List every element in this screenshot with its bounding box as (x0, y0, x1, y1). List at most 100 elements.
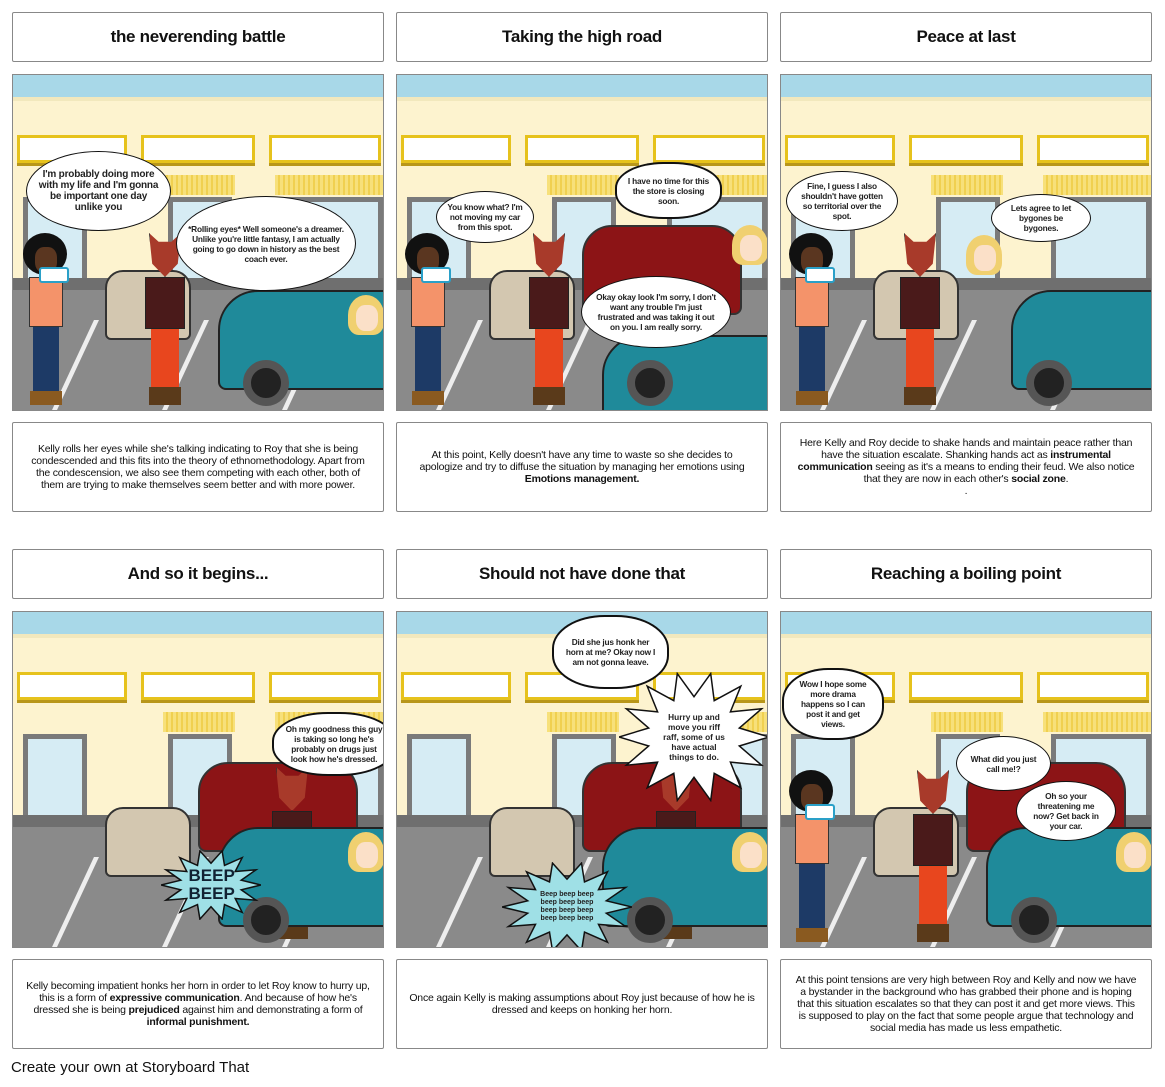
phone-icon (805, 804, 835, 820)
roy-character (909, 770, 957, 945)
store-sign (17, 672, 127, 700)
shout-burst: Hurry up and move you riff raff, some of… (619, 672, 767, 802)
description-text: . (964, 485, 968, 497)
thought-bubble: Wow I hope some more drama happens so I … (783, 669, 883, 739)
thought-bubble: Did she jus honk her horn at me? Okay no… (553, 616, 668, 688)
sky (397, 75, 767, 101)
description-text: seeing as it's a means to ending their f… (863, 461, 1135, 485)
awning (163, 712, 235, 732)
speech-bubble: Oh so your threatening me now? Get back … (1016, 781, 1116, 841)
awning (931, 175, 1003, 195)
kelly-character (405, 233, 451, 408)
speech-bubble: What did you just call me!? (956, 736, 1051, 791)
wheel (627, 897, 673, 943)
sky (781, 75, 1151, 101)
wheel (243, 360, 289, 406)
store-sign (269, 672, 381, 700)
teal-car (602, 335, 767, 410)
thought-bubble: Oh my goodness this guy is taking so lon… (273, 713, 383, 775)
store-sign (525, 135, 639, 163)
sky (13, 75, 383, 101)
store-sign (1037, 672, 1149, 700)
panel-title: Reaching a boiling point (780, 549, 1152, 599)
sky (781, 612, 1151, 638)
key-term: informal punishment. (146, 1016, 250, 1028)
awning (1043, 175, 1151, 195)
store-sign (141, 135, 255, 163)
store-sign (141, 672, 255, 700)
key-term: Emotions management. (524, 473, 640, 485)
kelly-character (789, 233, 835, 408)
awning (275, 175, 383, 195)
key-term: prejudiced (128, 1004, 180, 1016)
awning (547, 712, 619, 732)
wheel (1011, 897, 1057, 943)
speech-bubble: I'm probably doing more with my life and… (26, 151, 171, 231)
store-sign (269, 135, 381, 163)
description-text: Once again Kelly is making assumptions a… (409, 992, 755, 1016)
wheel (243, 897, 289, 943)
phone-icon (421, 267, 451, 283)
blonde-character (348, 295, 383, 335)
footer-credit[interactable]: Create your own at Storyboard That (11, 1059, 250, 1076)
speech-bubble: Fine, I guess I also shouldn't have gott… (786, 171, 898, 231)
speech-bubble: You know what? I'm not moving my car fro… (436, 191, 534, 243)
store-sign (401, 672, 511, 700)
panel-description: At this point, Kelly doesn't have any ti… (396, 422, 768, 512)
panel-title: the neverending battle (12, 12, 384, 62)
roy-character (525, 233, 573, 408)
thought-bubble: I have no time for this the store is clo… (616, 163, 721, 218)
description-text: Kelly becoming impatient honks her horn … (26, 980, 370, 1004)
store-sign (909, 135, 1023, 163)
kelly-character (789, 770, 835, 945)
panel-scene: Oh my goodness this guy is taking so lon… (12, 611, 384, 948)
awning (1043, 712, 1151, 732)
store-sign (785, 135, 895, 163)
wheel (1026, 360, 1072, 406)
speech-bubble: *Rolling eyes* Well someone's a dreamer.… (176, 196, 356, 291)
description-text: Kelly rolls her eyes while she's talking… (31, 443, 365, 491)
phone-icon (805, 267, 835, 283)
description-text: At this point tensions are very high bet… (795, 974, 1137, 1034)
store-sign (653, 135, 765, 163)
store-sign (401, 135, 511, 163)
key-term: instrumental communication (797, 449, 1111, 473)
panel-description: Here Kelly and Roy decide to shake hands… (780, 422, 1152, 512)
shout-burst: Beep beep beep beep beep beep beep beep … (502, 862, 632, 947)
beige-car (105, 807, 191, 877)
key-term: social zone (1011, 473, 1066, 485)
panel-scene: Wow I hope some more drama happens so I … (780, 611, 1152, 948)
panel-scene: You know what? I'm not moving my car fro… (396, 74, 768, 411)
roy-character (141, 233, 189, 408)
wheel (627, 360, 673, 406)
panel-title: Taking the high road (396, 12, 768, 62)
awning (931, 712, 1003, 732)
awning (163, 175, 235, 195)
panel-description: Kelly rolls her eyes while she's talking… (12, 422, 384, 512)
blonde-character (732, 832, 767, 872)
blonde-character (732, 225, 767, 265)
burst-text: Beep beep beep beep beep beep beep beep … (540, 891, 594, 922)
description-text: . (1065, 473, 1069, 485)
panel-scene: Did she jus honk her horn at me? Okay no… (396, 611, 768, 948)
burst-text: Hurry up and move you riff raff, some of… (663, 712, 725, 762)
description-text: Here Kelly and Roy decide to shake hands… (799, 437, 1133, 461)
sky (13, 612, 383, 638)
description-text: . And because of how he's dressed she is… (33, 992, 358, 1016)
panel-description: Kelly becoming impatient honks her horn … (12, 959, 384, 1049)
speech-bubble: Okay okay look I'm sorry, I don't want a… (581, 276, 731, 348)
blonde-character (966, 235, 1002, 275)
blonde-character (1116, 832, 1151, 872)
burst-text: BEEP BEEP (188, 866, 235, 903)
panel-description: At this point tensions are very high bet… (780, 959, 1152, 1049)
panel-scene: I'm probably doing more with my life and… (12, 74, 384, 411)
shout-burst: BEEP BEEP (161, 850, 261, 920)
curb (781, 278, 1151, 290)
store-sign (1037, 135, 1149, 163)
store-sign (909, 672, 1023, 700)
panel-scene: Fine, I guess I also shouldn't have gott… (780, 74, 1152, 411)
panel-title: Peace at last (780, 12, 1152, 62)
description-text: against him and demonstrating a form of (179, 1004, 363, 1016)
awning (547, 175, 619, 195)
panel-description: Once again Kelly is making assumptions a… (396, 959, 768, 1049)
